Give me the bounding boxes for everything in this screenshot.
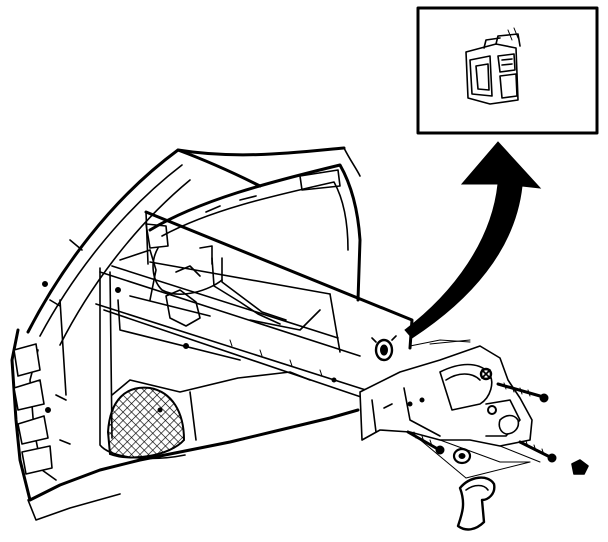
callout-arrow	[404, 141, 542, 339]
retainer-clip	[371, 335, 397, 362]
door-frame	[10, 146, 361, 521]
detail-inset	[416, 6, 599, 135]
screw-upper-right	[496, 382, 549, 403]
inner-door-panel	[99, 163, 362, 460]
screw-lower-left	[406, 430, 445, 455]
screw-group	[406, 367, 589, 475]
pull-cup-trim	[456, 476, 496, 531]
screw-lower-right	[518, 440, 557, 463]
door-trim-panel	[95, 210, 414, 399]
round-clip	[452, 447, 472, 465]
screw-armrest-top	[479, 367, 497, 415]
guide-lines	[417, 339, 541, 479]
screw-cap	[571, 459, 589, 475]
connector-detail	[465, 27, 521, 105]
speaker-grille	[106, 386, 186, 459]
